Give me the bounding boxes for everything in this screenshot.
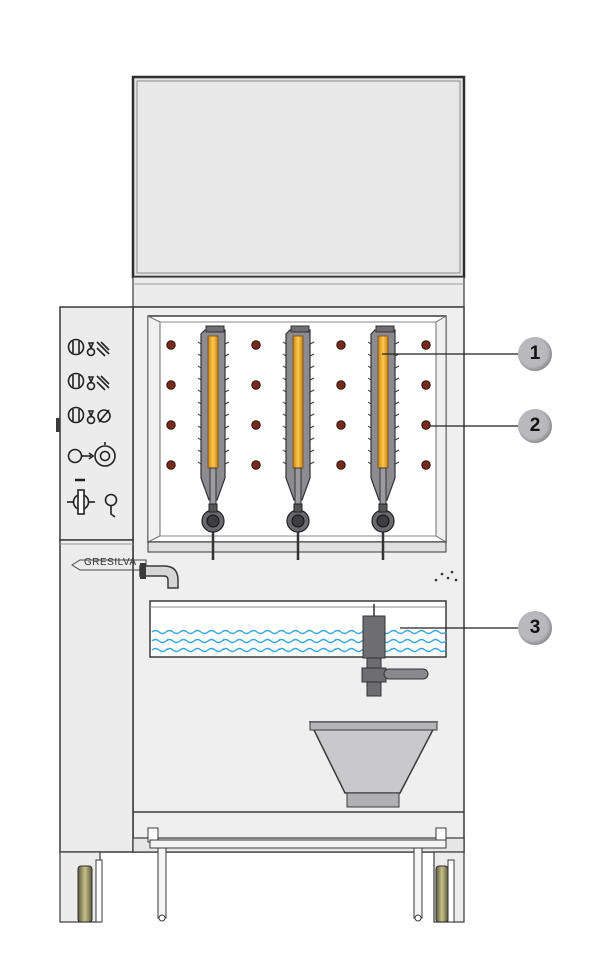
brand-label: GRESILVA	[84, 557, 137, 568]
vent-holes	[434, 570, 458, 582]
legs-and-wheels	[59, 851, 465, 923]
gas-nozzle	[421, 460, 431, 470]
gas-nozzle	[251, 420, 261, 430]
pilot-flame-icon	[67, 442, 116, 467]
gas-nozzle	[251, 380, 261, 390]
burner-tube	[197, 325, 230, 560]
gas-nozzle	[336, 420, 346, 430]
gas-nozzle	[166, 340, 176, 350]
main-valve-icon	[67, 478, 118, 518]
drain-valve	[361, 604, 429, 697]
gas-nozzle	[421, 340, 431, 350]
burner-assemblies	[197, 325, 400, 560]
gas-nozzle	[421, 420, 431, 430]
gas-nozzle	[166, 420, 176, 430]
control-panel-icons	[67, 338, 118, 518]
extraction-hood	[131, 75, 466, 308]
brand-badge-outline	[71, 559, 147, 571]
gas-nozzle	[336, 380, 346, 390]
base-frame	[132, 811, 465, 922]
burner-ignition-icon	[67, 406, 111, 425]
water-tray	[149, 600, 447, 658]
gas-nozzle	[336, 340, 346, 350]
gas-nozzle	[251, 340, 261, 350]
ash-hopper	[308, 721, 439, 808]
gas-nozzle	[166, 380, 176, 390]
burner-ignition-icon	[67, 338, 110, 357]
callout-leader-lines	[382, 353, 520, 629]
gas-nozzle	[166, 460, 176, 470]
gas-nozzle	[251, 460, 261, 470]
burner-tube	[367, 325, 400, 560]
drain-elbow-pipe	[139, 563, 179, 589]
gas-nozzle	[421, 380, 431, 390]
gas-nozzle	[336, 460, 346, 470]
burner-tube	[282, 325, 315, 560]
burner-ignition-icon	[67, 372, 110, 391]
gas-nozzle-grid	[166, 340, 431, 470]
